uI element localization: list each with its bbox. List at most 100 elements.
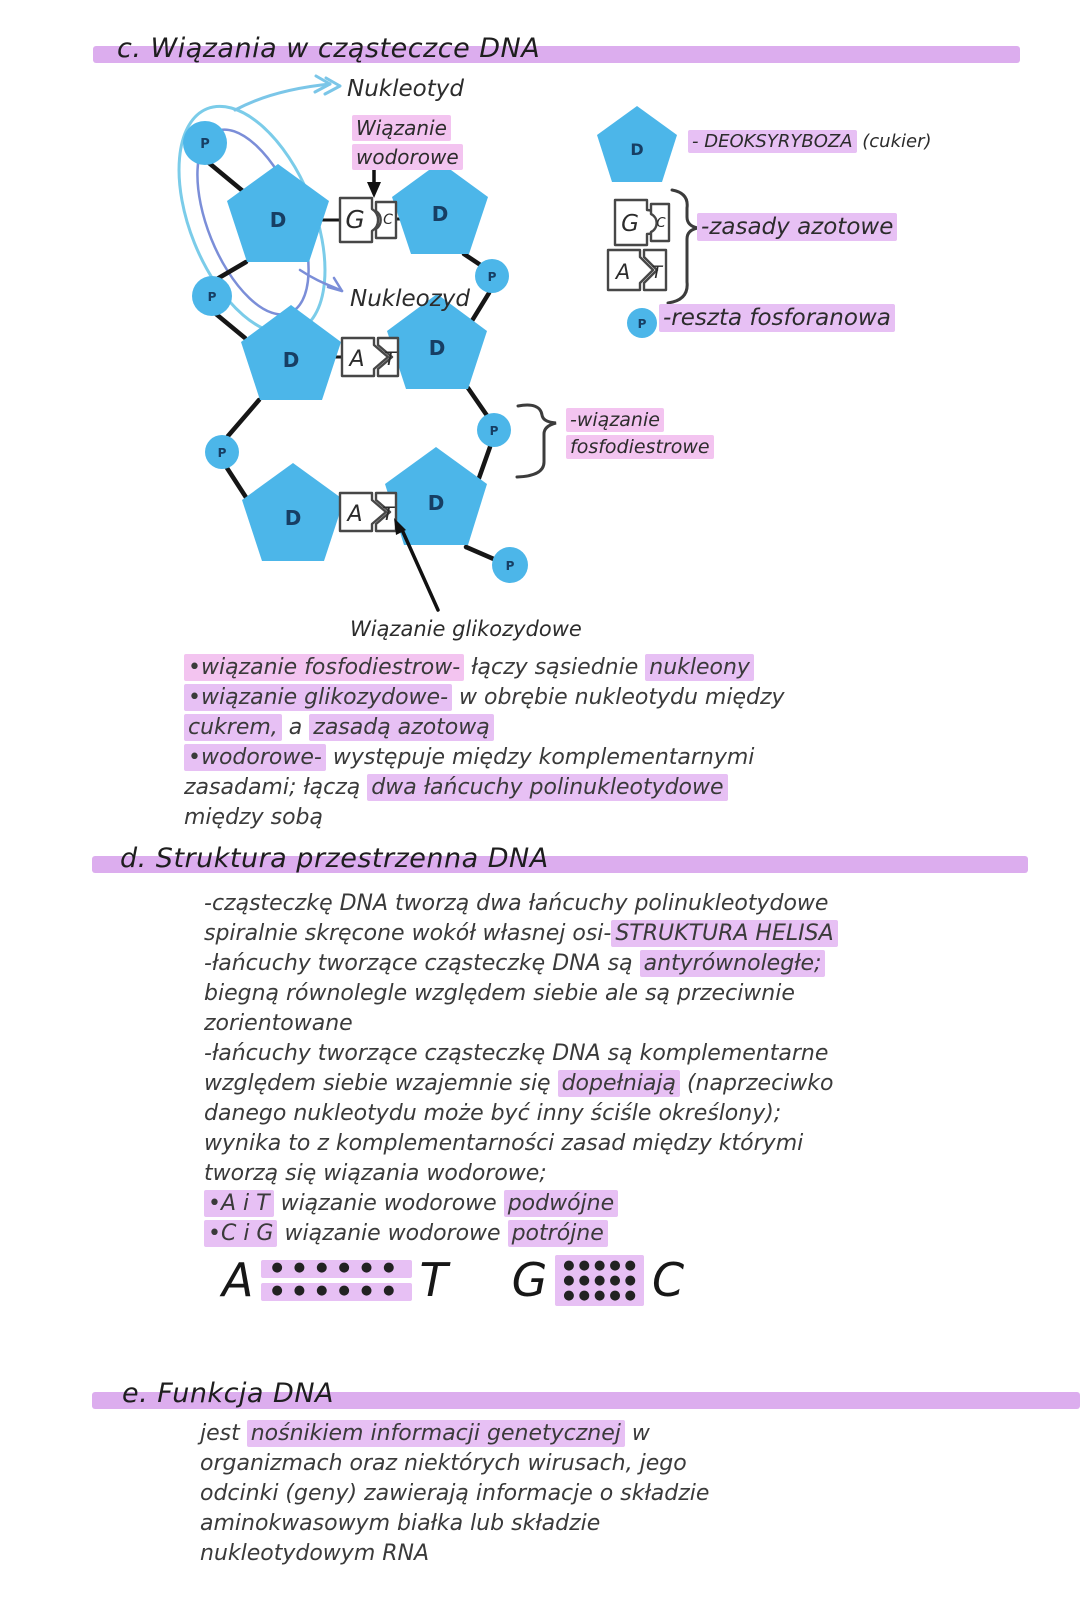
hydrogen-bond-arrowhead (367, 182, 381, 198)
legend-sugar-letter: D (630, 140, 643, 159)
text-line: •wiązanie glikozydowe- w obrębie nukleot… (184, 684, 785, 714)
text-segment: zorientowane (204, 1011, 353, 1036)
section-e-highlight-bar (92, 1392, 1080, 1409)
backbone-bond (224, 465, 252, 505)
nucleoside-arrowhead (326, 276, 344, 293)
text-segment: łączy sąsiednie (464, 655, 646, 680)
text-line: organizmach oraz niektórych wirusach, je… (200, 1450, 709, 1480)
text-line: •A i T wiązanie wodorowe podwójne (204, 1190, 838, 1220)
adenine-big-letter: A (222, 1253, 254, 1307)
highlighted-text: zasadą azotową (309, 714, 494, 741)
text-segment: biegną równolegle względem siebie ale są… (204, 981, 795, 1006)
backbone-bond (463, 544, 499, 563)
phosphate-circle (183, 121, 227, 165)
thymine-letter: T (382, 503, 395, 525)
text-segment: organizmach oraz niektórych wirusach, je… (200, 1451, 687, 1476)
phosphate-letter: P (208, 290, 217, 304)
legend-deoxyribose-pentagon (597, 106, 677, 182)
phosphate-letter: P (490, 424, 499, 438)
deoxyribose-pentagon (242, 463, 344, 561)
highlighted-text: •wiązanie glikozydowe- (184, 684, 453, 711)
adenine-base-box (340, 336, 390, 378)
highlighted-text: antyrównoległe; (639, 950, 826, 977)
legend-phosphate-label: -reszta fosforanowa (659, 304, 895, 332)
nucleotide-arrow (233, 82, 332, 112)
text-line: zasadami; łączą dwa łańcuchy polinukleot… (184, 774, 785, 804)
text-line: •wodorowe- występuje między komplementar… (184, 744, 785, 774)
phosphate-circle (205, 435, 239, 469)
hydrogen-bond-dot-row: ●●●●●● (261, 1259, 412, 1278)
backbone-bond (476, 444, 493, 481)
backbone-bond (214, 259, 249, 282)
cytosine-big-letter: C (652, 1253, 685, 1307)
legend-phosphate-text: -reszta fosforanowa (659, 304, 895, 332)
dna-bonds-diagram: D D D D D D P P P P P P G C A T A T (177, 74, 699, 612)
legend-deoxyribose-label: - DEOKSYRYBOZA (cukier) (688, 130, 932, 153)
text-line: aminokwasowym białka lub składzie (200, 1510, 709, 1540)
text-segment: -łańcuchy tworzące cząsteczkę DNA są kom… (204, 1041, 829, 1066)
sugar-letter: D (429, 336, 446, 360)
deoxyribose-pentagon (392, 162, 488, 254)
highlighted-text: cukrem, (184, 714, 282, 741)
highlighted-text: •wiązanie fosfodiestrow- (184, 654, 465, 681)
cytosine-base-box (374, 200, 398, 240)
legend-thymine-box (642, 248, 668, 292)
text-segment: -cząsteczkę DNA tworzą dwa łańcuchy poli… (204, 891, 829, 916)
phosphate-letter: P (200, 137, 210, 152)
nucleoside-label: Nukleozyd (350, 286, 470, 312)
adenine-base-box (338, 491, 388, 533)
glycosidic-bond-arrow (401, 530, 440, 612)
hydrogen-bond-dot-row: ●●●●●● (261, 1282, 412, 1301)
backbone-bond (206, 160, 247, 195)
phosphate-circle (492, 547, 528, 583)
text-segment: (naprzeciwko (679, 1071, 834, 1096)
legend-cytosine-box (649, 202, 671, 243)
thymine-base-box (376, 336, 400, 378)
hydrogen-bond-label-line2: wodorowe (352, 144, 463, 170)
highlighted-text: STRUKTURA HELISA (611, 920, 838, 947)
section-d-text: -cząsteczkę DNA tworzą dwa łańcuchy poli… (204, 890, 838, 1250)
adenine-letter: A (345, 502, 362, 527)
highlighted-text: nośnikiem informacji genetycznej (246, 1420, 625, 1447)
text-line: tworzą się wiązania wodorowe; (204, 1160, 838, 1190)
hydrogen-bond-dot-row: ●●●●● (563, 1272, 641, 1288)
text-line: nukleotydowym RNA (200, 1540, 709, 1570)
thymine-base-box (374, 491, 398, 533)
text-line: -łańcuchy tworzące cząsteczkę DNA są kom… (204, 1040, 838, 1070)
phosphate-circle (192, 276, 232, 316)
phosphate-letter: P (506, 559, 515, 573)
text-segment: spiralnie skręcone wokół własnej osi- (204, 921, 612, 946)
text-segment: nukleotydowym RNA (200, 1541, 430, 1566)
section-d-title: d. Struktura przestrzenna DNA (120, 843, 549, 874)
phosphodiester-label-line2: fosfodiestrowe (566, 435, 714, 459)
highlighted-text: potrójne (507, 1220, 608, 1247)
text-segment: wiązanie wodorowe (273, 1191, 504, 1216)
text-segment: aminokwasowym białka lub składzie (200, 1511, 601, 1536)
text-line: między sobą (184, 804, 785, 834)
legend-deoxyribose-highlight: - DEOKSYRYBOZA (688, 130, 857, 153)
legend-bases-brace (666, 188, 699, 305)
backbone-bond (225, 397, 262, 439)
section-c-title: c. Wiązania w cząsteczce DNA (117, 33, 541, 64)
thymine-letter: T (384, 348, 397, 370)
guanine-big-letter: G (511, 1253, 548, 1307)
hydrogen-bond-label: Wiązanie wodorowe (352, 115, 463, 173)
sugar-letter: D (283, 348, 300, 372)
legend-thymine-letter: T (652, 263, 664, 283)
text-line: względem siebie wzajemnie się dopełniają… (204, 1070, 838, 1100)
phosphate-letter: P (218, 446, 227, 460)
guanine-base-box (338, 196, 380, 244)
text-segment: względem siebie wzajemnie się (204, 1071, 558, 1096)
text-segment: występuje między komplementarnymi (325, 745, 755, 770)
gc-pair: G ●●●●●●●●●●●●●●● C (512, 1253, 685, 1307)
section-c-bullets: •wiązanie fosfodiestrow- łączy sąsiednie… (184, 654, 785, 834)
highlighted-text: nukleony (645, 654, 754, 681)
at-pair: A ●●●●●●●●●●●● T (222, 1253, 448, 1307)
text-line: biegną równolegle względem siebie ale są… (204, 980, 838, 1010)
text-line: danego nukleotydu może być inny ściśle o… (204, 1100, 838, 1130)
backbone-bond (467, 290, 492, 327)
glycosidic-bond-arrowhead (394, 518, 406, 535)
guanine-letter: G (345, 205, 364, 234)
